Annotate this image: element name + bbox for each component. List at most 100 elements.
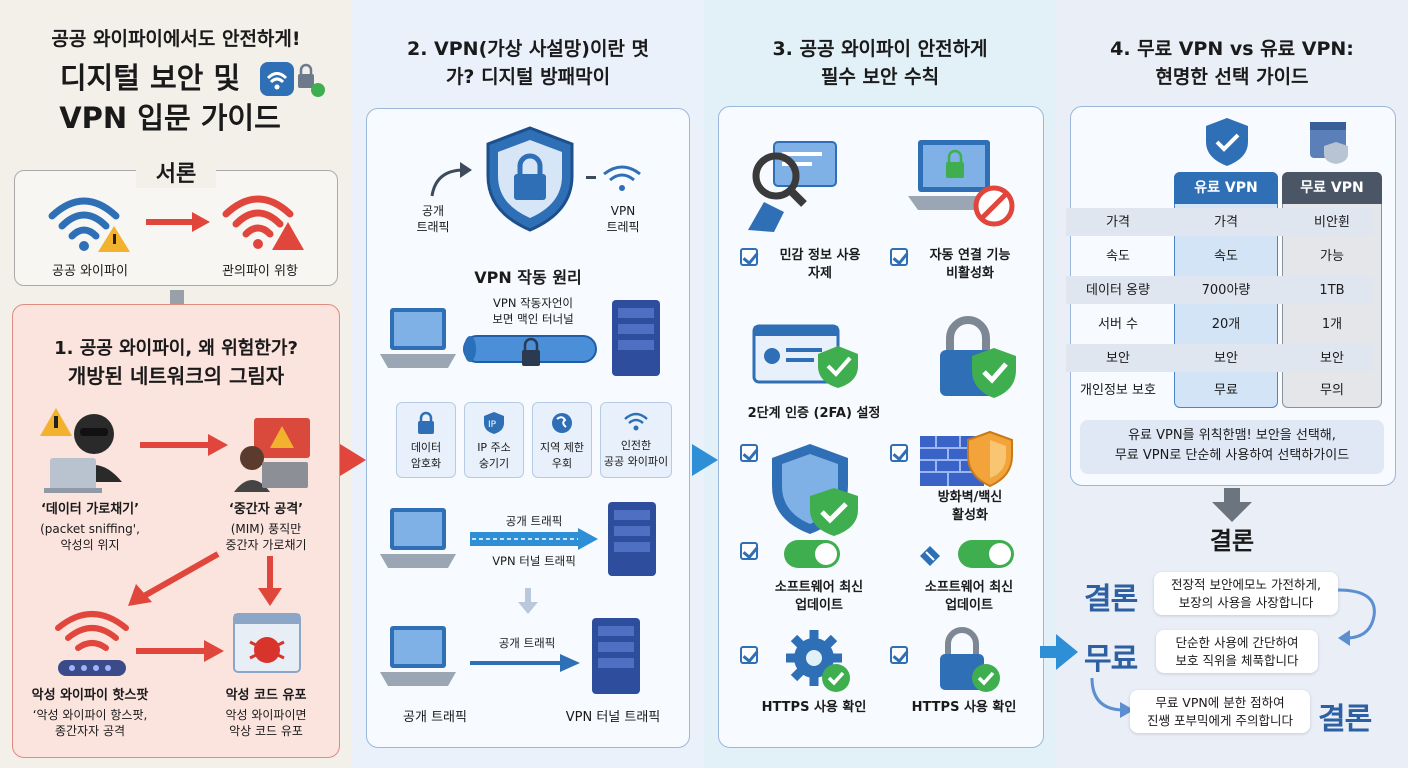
conclusion-word-1: 결론 <box>1084 582 1138 617</box>
paid-cell: 700아량 <box>1201 283 1251 298</box>
malware-window-icon <box>233 613 301 673</box>
flow1-bottom-label: VPN 터널 트래픽 <box>492 554 576 568</box>
concl3-line1: 무료 VPN에 분한 점하여 <box>1155 695 1285 710</box>
update-toggle[interactable] <box>784 540 840 568</box>
laptop-icon <box>380 626 456 686</box>
checkbox-rule2[interactable] <box>890 248 908 266</box>
intro-left-label: 공공 와이파이 <box>52 264 128 279</box>
checkbox-rule5[interactable] <box>740 542 758 560</box>
curved-arrow-icon <box>430 162 472 197</box>
section4-title-line1: 4. 무료 VPN vs 유료 VPN: <box>1110 38 1354 60</box>
feature-geo-bypass: 지역 제한 우회 <box>532 402 592 478</box>
rule7: HTTPS 사용 확인 <box>761 700 867 715</box>
threat2-title: ‘중간자 공격’ <box>228 502 304 517</box>
subtitle: 공공 와이파이에서도 안전하게! <box>51 28 301 50</box>
section4-title-line2: 현명한 선택 가이드 <box>1155 66 1309 88</box>
rule1-line2: 자제 <box>808 266 832 281</box>
rule8: HTTPS 사용 확인 <box>911 700 1017 715</box>
update-toggle[interactable] <box>958 540 1014 568</box>
free-cell: 보안 <box>1320 351 1344 366</box>
feature-encryption-label: 데이터 암호화 <box>410 441 442 470</box>
vpn-tunnel-icon <box>463 335 597 366</box>
danger-wifi-icon <box>222 195 304 250</box>
arrow-diagonal-icon <box>128 551 220 606</box>
conclusion-box-3: 무료 VPN에 분한 점하여 진쌩 포부믹에게 주의합니다 <box>1130 690 1310 733</box>
arrow-right-icon <box>470 654 580 672</box>
curved-arrow-icon <box>1337 588 1376 646</box>
section2-title-line1: 2. VPN(가상 사설망)이란 몃 <box>406 38 650 60</box>
free-cell: 1TB <box>1319 283 1345 298</box>
table-row <box>1066 276 1374 304</box>
public-wifi-warning-icon <box>48 197 130 252</box>
laptop-blocked-icon <box>908 140 1015 227</box>
paid-cell: 속도 <box>1214 249 1238 264</box>
gear-check-icon <box>786 630 850 692</box>
conclusion-box-2: 단순한 사용에 간단하여 보호 직위을 체푹합니다 <box>1156 630 1318 673</box>
magnifier-icon <box>748 141 837 232</box>
free-cell: 비안휜 <box>1314 215 1350 230</box>
principle-title: VPN 작동 원리 <box>474 268 582 287</box>
concl2-line2: 보호 직위을 체푹합니다 <box>1175 652 1299 668</box>
concl2-line1: 단순한 사용에 간단하여 <box>1175 635 1299 650</box>
row-label: 서버 수 <box>1097 317 1138 332</box>
feature-geo-bypass-label: 지역 제한 우회 <box>540 441 584 470</box>
bottom-left-label: 공개 트래픽 <box>403 710 467 725</box>
curved-arrow-icon <box>1090 677 1134 718</box>
2fa-card-icon <box>752 324 858 388</box>
padlock-check-icon <box>940 627 1000 692</box>
rogue-hotspot-icon <box>55 611 129 676</box>
threat2-desc-line1: (MIM) 풍직만 <box>230 522 302 536</box>
row-label: 가격 <box>1106 215 1130 230</box>
section3-title-line2: 필수 보안 수칙 <box>820 66 940 88</box>
threat3-desc-line1: ‘악성 와이파이 항스팟, <box>32 708 148 722</box>
row-label: 보안 <box>1106 351 1130 366</box>
threat3-desc-line2: 종간자자 공격 <box>54 724 126 738</box>
bottom-right-label: VPN 터널 트래픽 <box>565 710 661 725</box>
free-cell: 무의 <box>1320 383 1344 398</box>
lock-icon <box>418 411 434 434</box>
concl3-line2: 진쌩 포부믹에게 주의합니다 <box>1147 712 1293 728</box>
intro-column: 공공 와이파이에서도 안전하게! 디지털 보안 및 VPN 입문 가이드 서론 … <box>0 0 352 768</box>
main-title-line1: 디지털 보안 및 <box>59 61 241 95</box>
free-cell: 가능 <box>1320 249 1344 264</box>
checkbox-rule3[interactable] <box>740 444 758 462</box>
paid-vpn-header: 유료 VPN <box>1174 172 1278 204</box>
threat4-desc-line2: 악상 코드 유포 <box>229 724 303 738</box>
arrow-right-icon <box>136 640 224 662</box>
laptop-icon <box>380 508 456 568</box>
wifi-lock-icon <box>260 62 325 97</box>
threat1-desc-line1: (packet sniffing', <box>40 522 140 536</box>
wifi-icon <box>586 165 641 191</box>
threat3-title: 악성 와이파이 핫스팟 <box>31 688 149 703</box>
checkbox-rule1[interactable] <box>740 248 758 266</box>
checkbox-rule4[interactable] <box>890 444 908 462</box>
tunnel-label-line2: 보면 맥인 터너널 <box>492 312 574 326</box>
section3-title-line1: 3. 공공 와이파이 안전하게 <box>772 38 988 60</box>
satellite-icon <box>920 546 940 566</box>
down-arrow-icon <box>1212 488 1252 522</box>
threat4-title: 악성 코드 유포 <box>225 688 307 703</box>
checkbox-rule8[interactable] <box>890 646 908 664</box>
vpn-column: 2. VPN(가상 사설망)이란 몃 가? 디지털 방패막이 공개 트래픽 VP… <box>352 0 704 768</box>
feature-ip-hide: IP IP 주소 숭기기 <box>464 402 524 478</box>
conclusion-box-1: 전장적 보안에모노 가전하게, 보장의 사용을 사장합니다 <box>1154 572 1338 615</box>
rule4-line2: 활성화 <box>952 508 988 523</box>
comparison-column: 4. 무료 VPN vs 유료 VPN: 현명한 선택 가이드 유료 VPN 무… <box>1056 0 1408 768</box>
mitm-attacker-icon <box>234 418 310 492</box>
conclusion-word-3: 결론 <box>1318 702 1372 737</box>
paid-cell: 20개 <box>1211 317 1241 332</box>
firewall-icon <box>920 430 1013 488</box>
checkbox-rule7[interactable] <box>740 646 758 664</box>
paid-cell: 무료 <box>1214 383 1238 398</box>
ip-shield-icon: IP <box>484 412 504 434</box>
rule2-line1: 자동 연결 기능 <box>929 248 1011 263</box>
conclusion-heading: 결론 <box>1209 527 1255 555</box>
threat4-desc-line1: 악성 와이파이면 <box>225 708 307 722</box>
intro-right-label: 관의파이 위항 <box>222 264 298 279</box>
intro-box <box>14 170 338 286</box>
arrow-down-icon <box>258 556 282 606</box>
arrow-right-icon <box>146 212 210 232</box>
free-browser-icon <box>1310 122 1348 164</box>
tunnel-label-line1: VPN 작동자언이 <box>493 296 573 310</box>
row-label: 개인정보 보호 <box>1080 383 1156 398</box>
